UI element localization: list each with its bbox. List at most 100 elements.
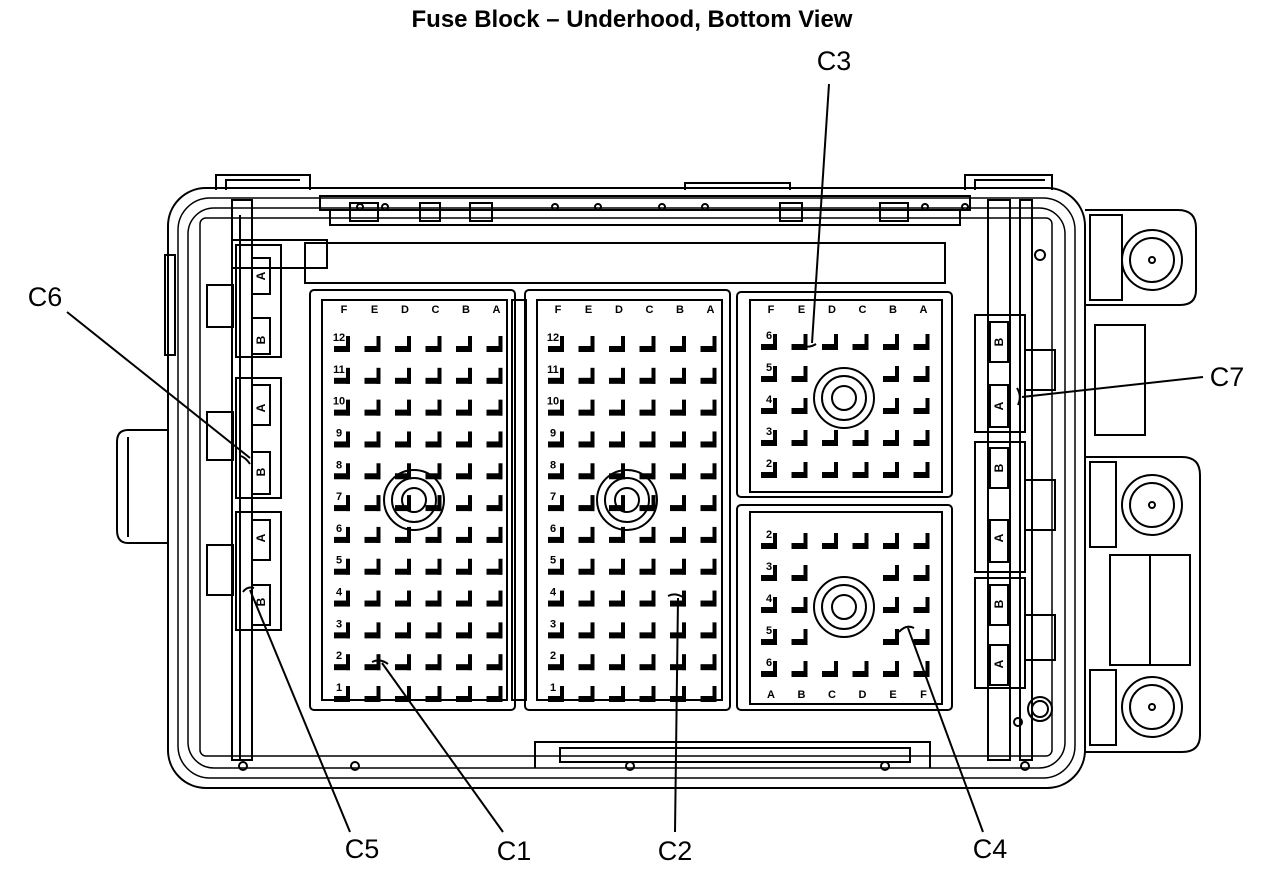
c1-cavity bbox=[334, 409, 350, 416]
c3-cavity bbox=[883, 408, 899, 414]
c1-cavity-terminal bbox=[407, 431, 411, 448]
callout-c5: C5 bbox=[345, 834, 380, 864]
c4-cavity bbox=[913, 639, 930, 645]
c4-cavity-terminal bbox=[925, 629, 930, 645]
c4-cavity bbox=[883, 607, 899, 613]
c1-cavity-terminal bbox=[468, 495, 472, 512]
c3-cavity-terminal bbox=[895, 430, 899, 446]
c1-cavity-terminal bbox=[437, 367, 442, 384]
c2-cavity-terminal bbox=[682, 399, 686, 416]
diagram-title: Fuse Block – Underhood, Bottom View bbox=[411, 6, 853, 33]
c1-cavity bbox=[486, 505, 503, 512]
c3-cavity bbox=[822, 472, 838, 478]
c3-cavity bbox=[761, 376, 777, 382]
c1-cavity-terminal bbox=[468, 399, 472, 416]
c1-cavity-terminal bbox=[468, 558, 472, 575]
c2-cavity-terminal bbox=[560, 431, 564, 448]
c2-cavity bbox=[548, 536, 564, 543]
c1-row-label: 4 bbox=[336, 587, 343, 599]
c1-cavity bbox=[486, 377, 503, 384]
c1-column-label: B bbox=[462, 304, 470, 316]
c2-cavity bbox=[609, 696, 625, 702]
c1-cavity bbox=[456, 473, 472, 480]
c2-cavity-terminal bbox=[621, 399, 625, 416]
c3-cavity bbox=[791, 376, 808, 382]
c4-cavity bbox=[883, 575, 899, 581]
c3-cavity bbox=[761, 472, 777, 478]
c1-cavity bbox=[395, 696, 411, 702]
c1-cavity bbox=[425, 377, 442, 384]
c1-cavity bbox=[364, 696, 381, 702]
c3-cavity bbox=[913, 472, 930, 478]
c3-cavity bbox=[913, 440, 930, 446]
c2-cavity-terminal bbox=[560, 590, 564, 607]
c1-cavity-terminal bbox=[376, 526, 381, 543]
c1-cavity bbox=[364, 568, 381, 575]
c2-cavity-terminal bbox=[621, 495, 625, 512]
c3-row-label: 5 bbox=[766, 362, 772, 374]
c2-cavity-terminal bbox=[560, 686, 564, 702]
c4-column-label: E bbox=[889, 689, 896, 701]
c3-cavity-terminal bbox=[773, 398, 777, 414]
c1-cavity bbox=[395, 536, 411, 543]
c2-cavity bbox=[578, 409, 595, 416]
c2-cavity-terminal bbox=[621, 590, 625, 607]
c3-cavity bbox=[761, 408, 777, 414]
c1-cavity bbox=[425, 632, 442, 639]
c4-cavity-terminal bbox=[895, 661, 899, 677]
c1-cavity bbox=[334, 632, 350, 639]
c2-cavity-terminal bbox=[621, 526, 625, 543]
c1-cavity-terminal bbox=[498, 495, 503, 512]
c2-cavity bbox=[639, 505, 656, 512]
c2-cavity bbox=[578, 473, 595, 480]
c2-cavity-terminal bbox=[590, 495, 595, 512]
c2-row-label: 1 bbox=[550, 682, 556, 694]
c2-cavity-terminal bbox=[651, 399, 656, 416]
leader-line-c1 bbox=[381, 662, 504, 833]
c2-row-label: 2 bbox=[550, 650, 556, 662]
c3-cavity bbox=[791, 472, 808, 478]
c3-cavity-terminal bbox=[925, 398, 930, 414]
c2-cavity-terminal bbox=[651, 463, 656, 480]
c1-cavity bbox=[364, 377, 381, 384]
c4-cavity bbox=[913, 671, 930, 677]
c1-row-label: 1 bbox=[336, 682, 342, 694]
c1-cavity bbox=[486, 600, 503, 607]
c2-cavity bbox=[609, 409, 625, 416]
c1-row-label: 10 bbox=[333, 396, 345, 408]
c1-cavity bbox=[456, 441, 472, 448]
c1-cavity bbox=[456, 409, 472, 416]
c1-cavity-terminal bbox=[498, 399, 503, 416]
c2-cavity-terminal bbox=[712, 654, 717, 671]
c1-cavity-terminal bbox=[407, 463, 411, 480]
left-top-a-label: A bbox=[254, 271, 268, 280]
c2-cavity-terminal bbox=[621, 654, 625, 671]
c2-cavity bbox=[700, 632, 717, 639]
left-side-connectors bbox=[206, 244, 282, 631]
c1-cavity-terminal bbox=[468, 336, 472, 352]
c2-cavity bbox=[670, 696, 686, 702]
c1-cavity-terminal bbox=[468, 526, 472, 543]
c1-cavity bbox=[425, 568, 442, 575]
c1-cavity bbox=[395, 568, 411, 575]
c4-column-label: A bbox=[767, 689, 775, 701]
connector-c4-body bbox=[736, 504, 953, 711]
c2-cavity bbox=[670, 473, 686, 480]
c4-column-label: D bbox=[859, 689, 867, 701]
c2-cavity bbox=[548, 473, 564, 480]
c2-cavity bbox=[548, 568, 564, 575]
c1-cavity-terminal bbox=[346, 686, 350, 702]
c3-cavity bbox=[883, 344, 899, 350]
c2-cavity bbox=[670, 377, 686, 384]
c3-cavity-terminal bbox=[834, 334, 838, 350]
c2-cavity-terminal bbox=[651, 431, 656, 448]
c1-cavity bbox=[364, 505, 381, 512]
c1-cavity bbox=[456, 377, 472, 384]
c3-cavity bbox=[852, 472, 869, 478]
c1-cavity-terminal bbox=[407, 367, 411, 384]
c4-cavity bbox=[791, 639, 808, 645]
c3-cavity bbox=[883, 472, 899, 478]
c4-cavity-terminal bbox=[864, 533, 869, 549]
c1-cavity bbox=[425, 473, 442, 480]
